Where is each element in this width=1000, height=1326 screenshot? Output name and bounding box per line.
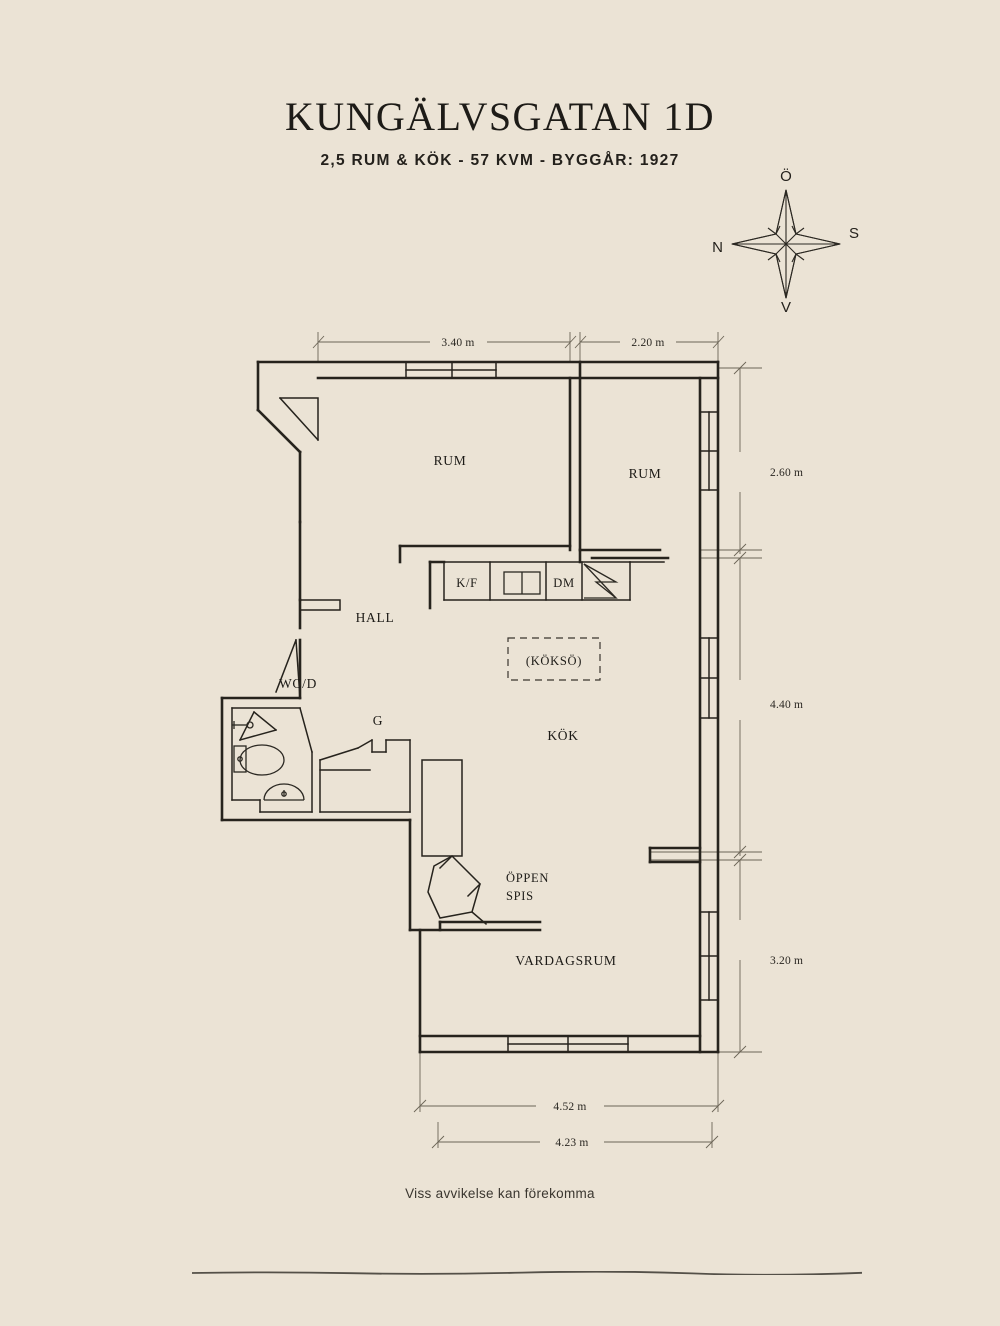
dimension-bottom-upper: 4.52 m: [553, 1101, 586, 1113]
room-label-vardagsrum: VARDAGSRUM: [515, 953, 616, 968]
room-label-hall: HALL: [356, 610, 395, 625]
dimension-top: 3.40 m 2.20 m: [312, 332, 725, 362]
dimension-bottom: 4.52 m 4.23 m: [413, 1052, 725, 1149]
room-label-kitchen-island: (KÖKSÖ): [526, 654, 582, 668]
washbasin-fixture: [263, 783, 305, 801]
page-title: KUNGÄLVSGATAN 1D: [285, 94, 715, 139]
sink-fixture: [503, 571, 541, 595]
compass-rose: Ö S N V: [706, 162, 866, 312]
dimension-right-middle: 4.40 m: [770, 699, 803, 711]
header: KUNGÄLVSGATAN 1D 2,5 RUM & KÖK - 57 KVM …: [0, 96, 1000, 170]
walls: [220, 360, 720, 1054]
fixture-label-dishwasher: DM: [553, 576, 575, 590]
window-right-middle: [699, 637, 719, 719]
window-bottom: [507, 1035, 629, 1053]
dimension-bottom-lower: 4.23 m: [555, 1137, 588, 1149]
footer-divider: [191, 1262, 863, 1276]
room-label-kok: KÖK: [547, 728, 578, 743]
window-top: [405, 361, 497, 379]
dimension-top-left: 3.40 m: [441, 337, 474, 349]
compass-label-north: Ö: [780, 167, 792, 185]
room-label-rum-2: RUM: [629, 466, 662, 481]
page-subtitle: 2,5 RUM & KÖK - 57 KVM - BYGGÅR: 1927: [320, 152, 680, 169]
fixture-label-fireplace-line1: ÖPPEN: [506, 871, 549, 885]
window-right-lower: [699, 911, 719, 1001]
dimension-top-right: 2.20 m: [631, 337, 664, 349]
dimension-right-upper: 2.60 m: [770, 467, 803, 479]
compass-label-south: V: [781, 299, 791, 312]
compass-label-west: N: [712, 239, 723, 256]
disclaimer-note: Viss avvikelse kan förekomma: [405, 1186, 595, 1201]
compass-label-east: S: [849, 225, 859, 242]
room-label-rum-1: RUM: [434, 453, 467, 468]
room-label-garderob: G: [373, 713, 383, 728]
dimension-right-lower: 3.20 m: [770, 955, 803, 967]
window-right-upper: [699, 411, 719, 491]
floor-plan-drawing: .w { stroke:#26231d; stroke-width:2.6; f…: [0, 300, 1000, 1180]
kitchen-island-outline: [507, 637, 601, 681]
fixture-label-fridge-freezer: K/F: [456, 576, 478, 590]
shower-fixture: [232, 721, 254, 729]
room-label-wc-d: WC/D: [279, 676, 317, 691]
stove-fixture: [583, 563, 619, 599]
fireplace-symbol: [427, 854, 488, 926]
fixture-label-fireplace-line2: SPIS: [506, 889, 534, 903]
dimension-right: 2.60 m 4.40 m 3.20 m: [650, 361, 803, 1059]
toilet-fixture: [233, 744, 285, 776]
